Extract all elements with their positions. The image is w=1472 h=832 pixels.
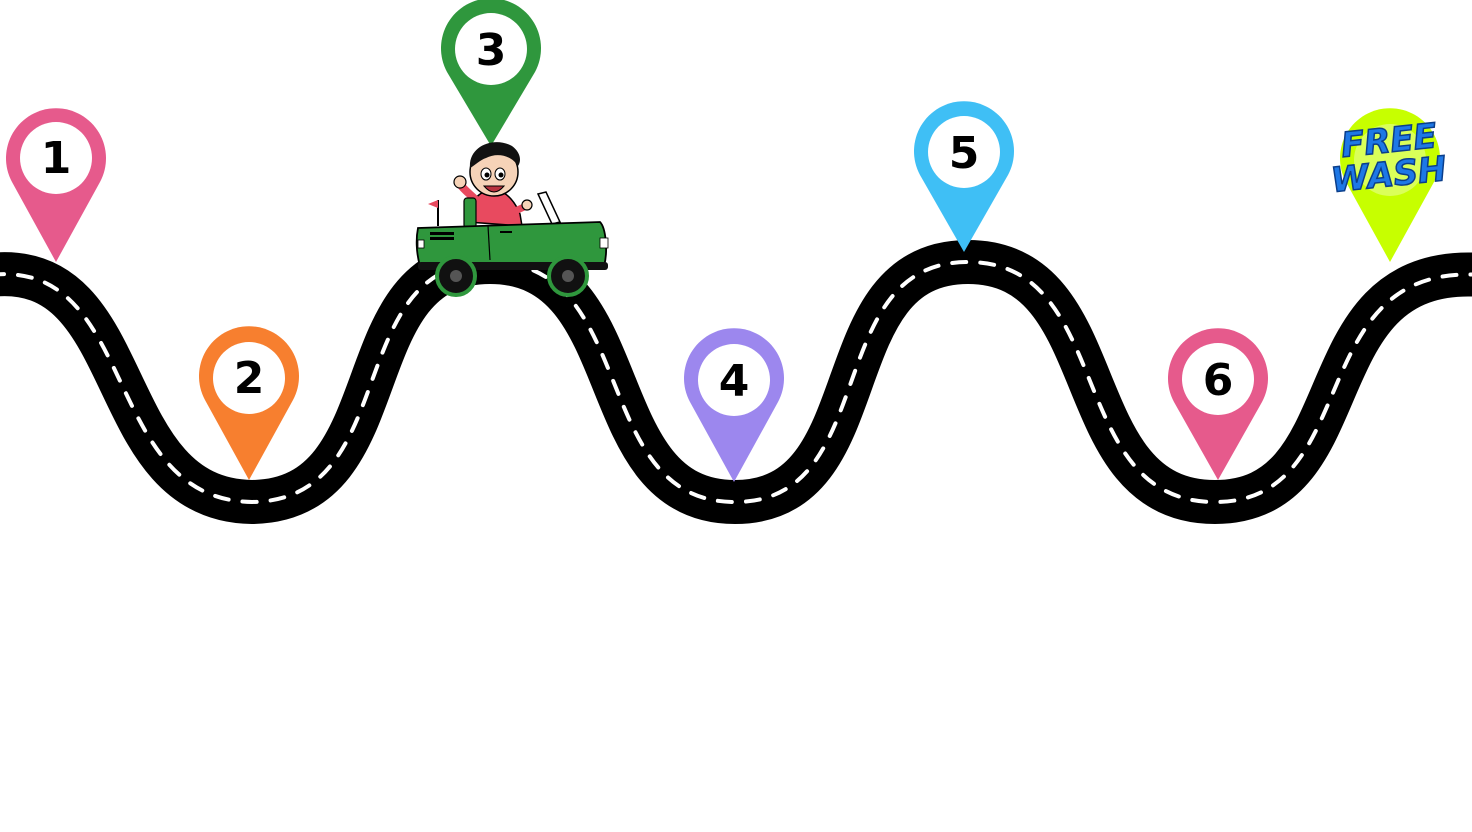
marker-6: 6 <box>1168 328 1268 480</box>
road-center-line <box>0 259 1472 505</box>
marker-4: 4 <box>684 328 784 482</box>
road <box>0 239 1472 525</box>
free-wash-line-1: FREE <box>1339 116 1439 166</box>
marker-number: 3 <box>476 25 507 76</box>
pin-center <box>928 116 1000 188</box>
marker-finish: FREE WASH <box>1329 108 1449 262</box>
pin-center <box>698 344 770 416</box>
marker-number: 4 <box>719 356 750 407</box>
marker-number: 2 <box>234 353 265 404</box>
pin-center <box>20 122 92 194</box>
map-pin-icon <box>1340 108 1440 262</box>
marker-5: 5 <box>914 101 1014 252</box>
pin-center <box>1354 124 1426 196</box>
marker-number: 1 <box>41 133 72 184</box>
pin-center <box>1182 343 1254 415</box>
pin-center <box>213 342 285 414</box>
marker-1: 1 <box>5 108 106 262</box>
marker-3: 3 <box>441 0 541 146</box>
marker-2: 2 <box>199 326 299 480</box>
marker-number: 5 <box>949 128 980 179</box>
car-with-boy-icon <box>415 142 609 297</box>
pin-center <box>455 13 527 85</box>
marker-number: 6 <box>1203 355 1234 406</box>
